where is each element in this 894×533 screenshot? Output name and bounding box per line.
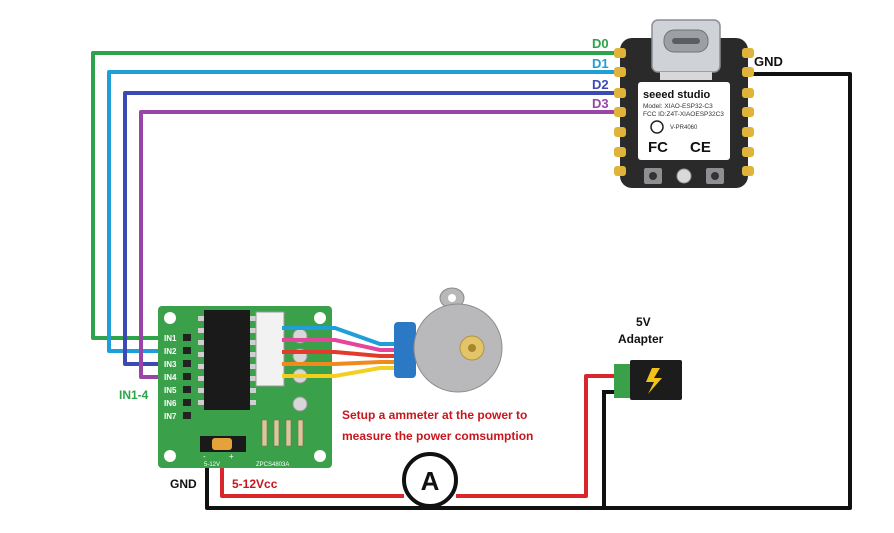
mcu-ce-mark: CE <box>690 139 711 156</box>
pin-label-d3: D3 <box>592 96 609 111</box>
adapter-title-line1: 5V <box>636 315 651 329</box>
stepper-motor <box>394 287 503 393</box>
wire-vcc-2 <box>456 374 622 498</box>
driver-in-pin-labels: IN1 IN2 IN3 IN4 IN5 IN6 IN7 <box>164 334 177 421</box>
motor-wires <box>282 326 402 378</box>
driver-pin-in6: IN6 <box>164 399 177 408</box>
pin-label-d1: D1 <box>592 56 609 71</box>
driver-pin-in2: IN2 <box>164 347 177 356</box>
driver-pin-in4: IN4 <box>164 373 177 382</box>
ammeter: A <box>402 452 458 508</box>
wire-d2 <box>123 91 628 366</box>
adapter-title-line2: Adapter <box>618 332 664 346</box>
pin-label-d0: D0 <box>592 36 609 51</box>
wire-gnd <box>205 72 852 510</box>
mcu-model-line2: FCC ID:Z4T-XIAOESP32C3 <box>643 111 724 118</box>
wire-vcc <box>220 465 404 498</box>
driver-in-label: IN1-4 <box>119 388 149 402</box>
wire-d1 <box>107 70 628 353</box>
xiao-esp32c3-board: seeed studio Model: XIAO-ESP32-C3 FCC ID… <box>614 19 754 188</box>
annotation-line2: measure the power comsumption <box>342 429 533 443</box>
driver-vcc-label: 5-12Vcc <box>232 477 278 491</box>
mcu-fcc-mark: FC <box>648 139 668 156</box>
driver-pin-in5: IN5 <box>164 386 177 395</box>
driver-silk-minus: - <box>203 452 206 461</box>
mcu-weee-note: V-PR4060 <box>670 125 698 131</box>
wire-gnd-adapter <box>602 390 622 508</box>
uln2003-driver-board: IN1 IN2 IN3 IN4 IN5 IN6 IN7 - + 5-12V ZP… <box>158 306 332 468</box>
driver-pin-in1: IN1 <box>164 334 177 343</box>
mcu-brand: seeed studio <box>643 89 711 101</box>
driver-silk-plus: + <box>229 452 234 461</box>
wire-d0 <box>91 51 628 340</box>
dc-jack <box>614 360 682 400</box>
driver-silk-model: ZPCS4803A <box>256 462 289 468</box>
driver-pin-in3: IN3 <box>164 360 177 369</box>
ammeter-symbol: A <box>421 466 440 496</box>
pin-label-d2: D2 <box>592 77 609 92</box>
driver-silk-voltage: 5-12V <box>204 462 220 468</box>
driver-pin-in7: IN7 <box>164 412 177 421</box>
mcu-gnd-label: GND <box>754 54 783 69</box>
annotation-line1: Setup a ammeter at the power to <box>342 408 527 422</box>
driver-gnd-label: GND <box>170 477 197 491</box>
mcu-model-line1: Model: XIAO-ESP32-C3 <box>643 103 713 110</box>
